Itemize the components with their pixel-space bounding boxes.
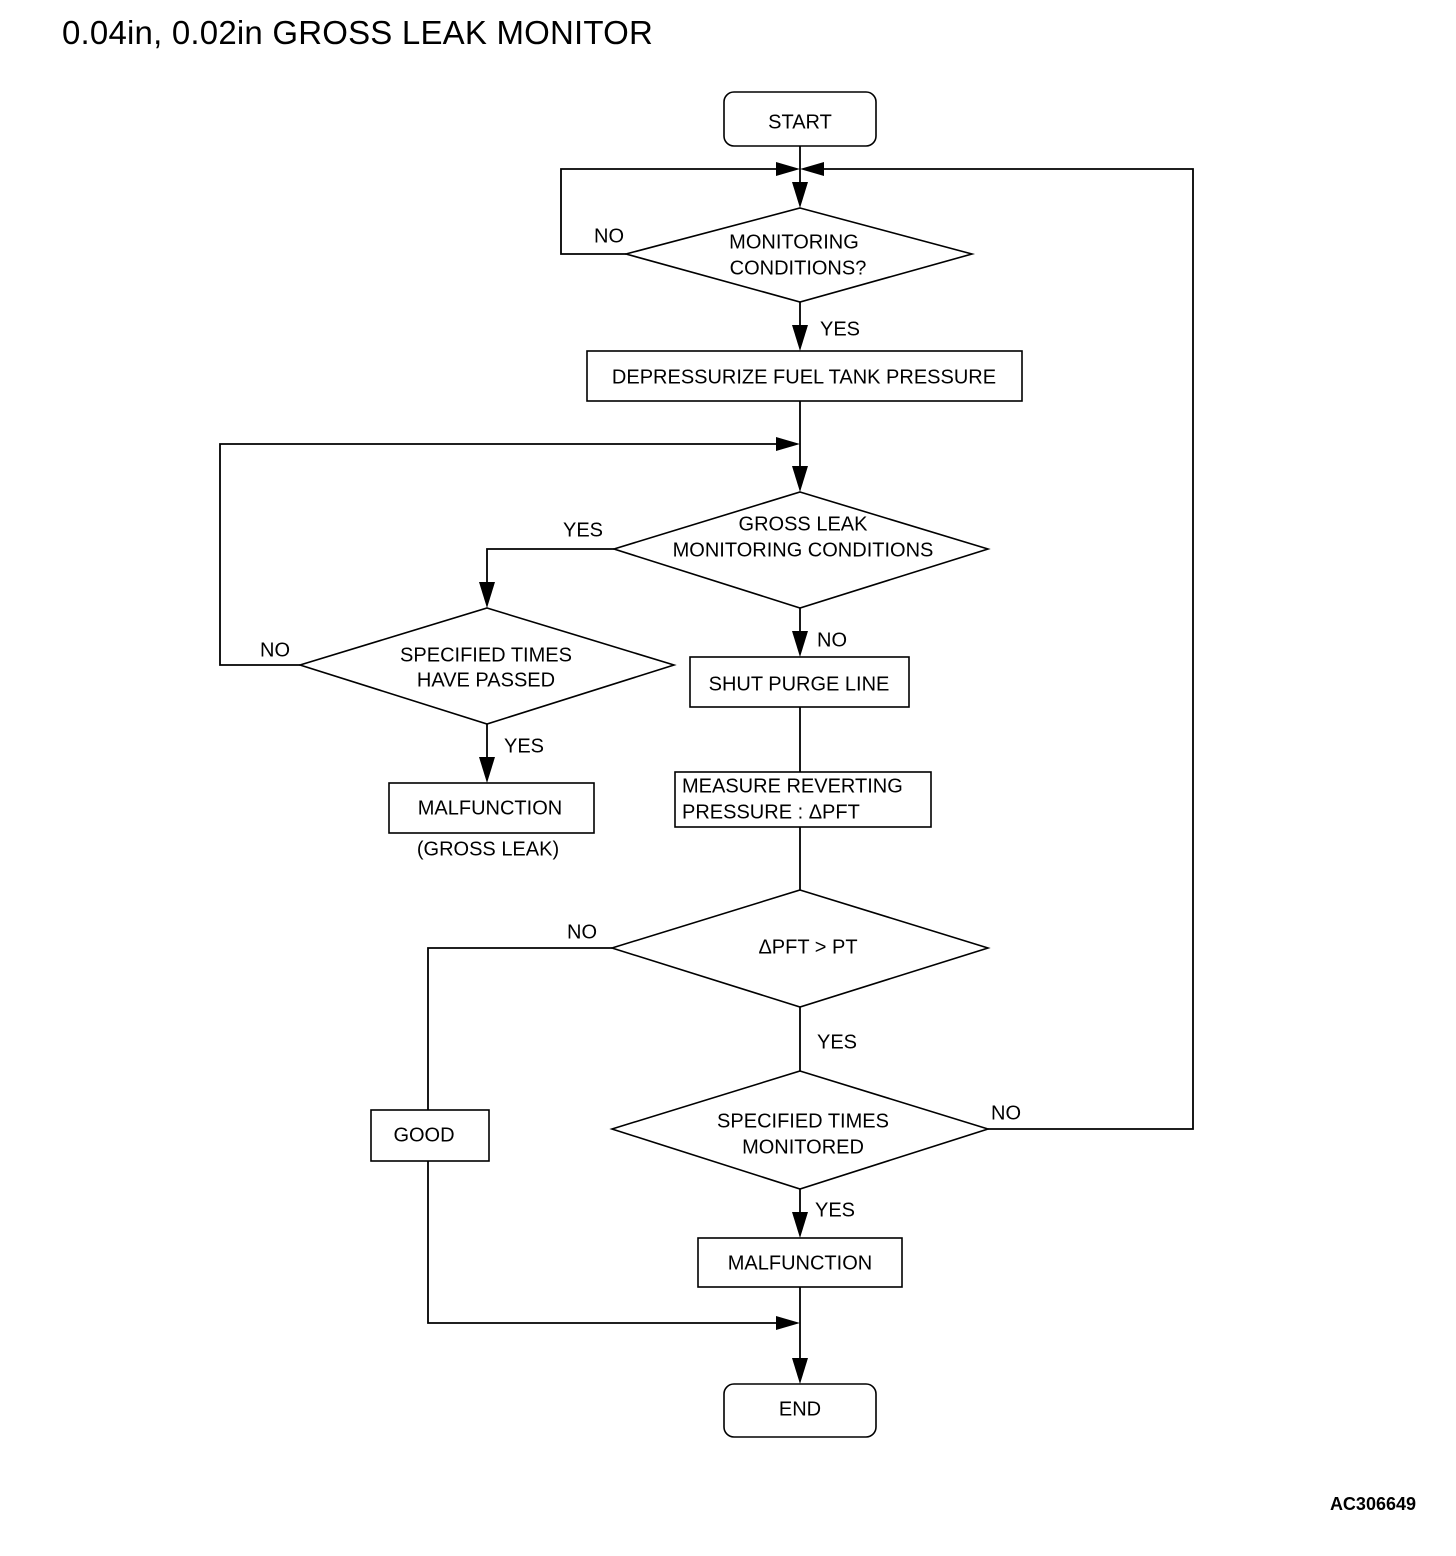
decision-dpft-gt-pt: ΔPFT > PT	[609, 889, 991, 1008]
depressurize-label: DEPRESSURIZE FUEL TANK PRESSURE	[612, 366, 996, 388]
edge-dpft-no	[427, 947, 612, 1110]
start-label: START	[768, 111, 832, 133]
malfunction-gross-label: MALFUNCTION	[418, 797, 562, 819]
malfunction-label: MALFUNCTION	[728, 1252, 872, 1274]
terminal-malfunction: MALFUNCTION	[697, 1237, 903, 1288]
measure-pressure-line1: MEASURE REVERTING	[682, 775, 903, 797]
arrowhead	[792, 182, 808, 208]
arrowhead	[792, 325, 808, 351]
arrowhead	[479, 582, 495, 608]
edge-good-to-end	[427, 1161, 778, 1324]
edge-label-passed-yes: YES	[504, 735, 544, 757]
edge-monitoring-no-loop	[560, 168, 778, 255]
edge-label-dpft-no: NO	[567, 921, 597, 943]
edge-labels: NO YES YES NO NO YES NO YES NO YES	[260, 225, 1021, 1221]
good-label: GOOD	[393, 1124, 454, 1146]
arrowhead	[792, 1358, 808, 1384]
arrowhead	[792, 466, 808, 492]
process-depressurize: DEPRESSURIZE FUEL TANK PRESSURE	[586, 350, 1023, 402]
specified-times-passed-line1: SPECIFIED TIMES	[400, 644, 572, 666]
end-label: END	[779, 1398, 821, 1420]
monitoring-conditions-line2: CONDITIONS?	[730, 257, 867, 279]
process-shut-purge-line: SHUT PURGE LINE	[689, 656, 910, 708]
dpft-gt-pt-label: ΔPFT > PT	[758, 936, 857, 958]
specified-times-monitored-line1: SPECIFIED TIMES	[717, 1110, 889, 1132]
arrowhead	[776, 162, 800, 176]
decision-specified-times-monitored: SPECIFIED TIMES MONITORED	[609, 1070, 991, 1190]
edge-passed-no-loop	[219, 443, 778, 666]
edge-monitored-no-loop	[822, 168, 1194, 1130]
edge-label-gross-no: NO	[817, 629, 847, 651]
node-end: END	[723, 1383, 877, 1438]
monitoring-conditions-line1: MONITORING	[729, 231, 859, 253]
edge-gross-yes	[486, 548, 614, 594]
arrowhead	[792, 1212, 808, 1238]
arrowhead	[776, 1316, 800, 1330]
node-start: START	[723, 91, 877, 147]
edge-label-gross-yes: YES	[563, 519, 603, 541]
edge-label-monitored-no: NO	[991, 1102, 1021, 1124]
edge-label-monitoring-no: NO	[594, 225, 624, 247]
figure-code: AC306649	[1330, 1494, 1416, 1514]
decision-specified-times-passed: SPECIFIED TIMES HAVE PASSED	[297, 607, 677, 725]
measure-pressure-line2: PRESSURE : ΔPFT	[682, 801, 860, 823]
arrowhead	[776, 437, 800, 451]
shut-purge-label: SHUT PURGE LINE	[709, 673, 890, 695]
decision-monitoring-conditions: MONITORING CONDITIONS?	[622, 207, 976, 303]
arrowhead	[800, 162, 824, 176]
specified-times-monitored-line2: MONITORED	[742, 1136, 864, 1158]
process-measure-pressure: MEASURE REVERTING PRESSURE : ΔPFT	[674, 771, 932, 828]
connectors	[219, 146, 1194, 1372]
edge-label-dpft-yes: YES	[817, 1031, 857, 1053]
terminal-malfunction-gross: MALFUNCTION (GROSS LEAK)	[388, 782, 595, 860]
arrowheads	[479, 162, 824, 1384]
gross-leak-line2: MONITORING CONDITIONS	[673, 539, 934, 561]
edge-label-monitored-yes: YES	[815, 1199, 855, 1221]
arrowhead	[792, 631, 808, 657]
specified-times-passed-line2: HAVE PASSED	[417, 669, 555, 691]
malfunction-gross-note: (GROSS LEAK)	[417, 838, 559, 860]
edge-label-monitoring-yes: YES	[820, 318, 860, 340]
edge-label-passed-no: NO	[260, 639, 290, 661]
terminal-good: GOOD	[370, 1109, 490, 1162]
decision-gross-leak-conditions: GROSS LEAK MONITORING CONDITIONS	[611, 491, 991, 609]
page-title: 0.04in, 0.02in GROSS LEAK MONITOR	[62, 14, 654, 51]
arrowhead	[479, 757, 495, 783]
gross-leak-line1: GROSS LEAK	[739, 513, 869, 535]
